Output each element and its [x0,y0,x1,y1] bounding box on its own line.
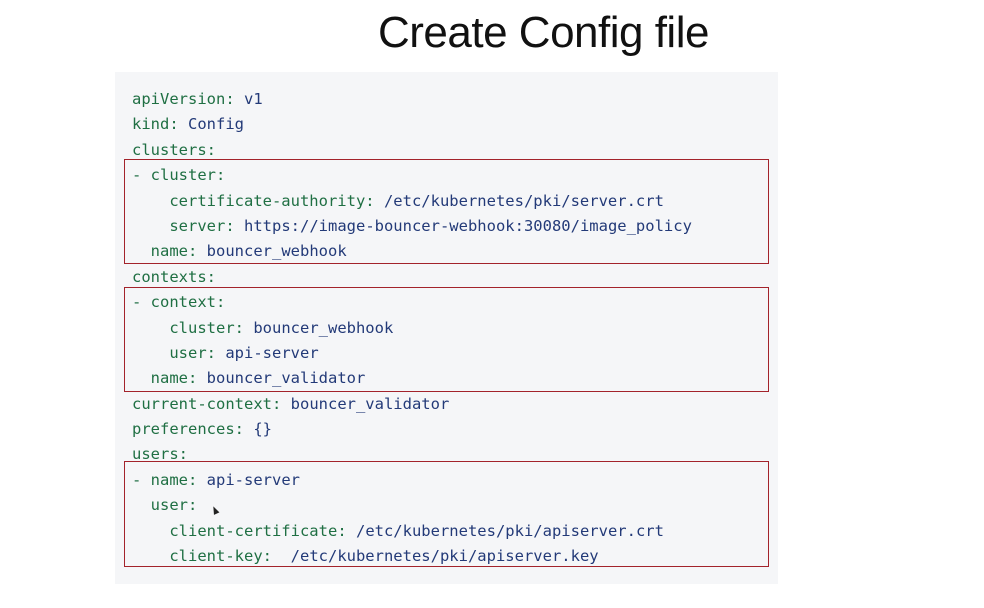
code-line: - context: [132,293,226,312]
yaml-key: clusters [132,140,207,159]
code-line: user: [150,496,198,515]
yaml-value: bouncer_validator [290,394,450,413]
code-line: users: [132,445,189,464]
yaml-value: bouncer_webhook [206,242,347,261]
yaml-value: {} [253,420,272,439]
code-line: contexts: [132,267,216,286]
yaml-key: contexts [132,267,207,286]
yaml-value: /etc/kubernetes/pki/server.crt [383,191,664,210]
code-line: server: https://image-bouncer-webhook:30… [169,216,692,235]
yaml-value: /etc/kubernetes/pki/apiserver.crt [355,521,664,540]
highlight-box-users [124,461,769,567]
code-line: preferences: {} [132,420,272,439]
yaml-key: server [169,216,226,235]
code-line: current-context: bouncer_validator [132,394,450,413]
yaml-value: Config [188,115,244,134]
code-line: - cluster: [132,166,226,185]
yaml-code-block: apiVersion: v1 kind: Config clusters: - clu… [132,87,692,569]
yaml-key: name [150,242,188,261]
code-line: name: bouncer_validator [150,369,366,388]
code-line: clusters: [132,140,216,159]
code-line: user: api-server [169,343,319,362]
code-line: kind: Config [132,115,244,134]
yaml-value: bouncer_webhook [253,318,394,337]
yaml-key: user [150,496,188,515]
highlight-box-contexts [124,287,769,392]
yaml-key: preferences [132,420,235,439]
yaml-key: client-key [169,547,263,566]
yaml-key: client-certificate [169,521,338,540]
yaml-key: context [150,293,216,312]
yaml-key: name [150,369,188,388]
code-panel: apiVersion: v1 kind: Config clusters: - clu… [115,72,778,584]
highlight-box-clusters [124,159,769,264]
yaml-key: current-context [132,394,272,413]
slide-title: Create Config file [378,8,709,57]
yaml-value: bouncer_validator [206,369,366,388]
yaml-value: api-server [206,470,300,489]
yaml-value: api-server [225,343,319,362]
yaml-key: users [132,445,179,464]
code-line: certificate-authority: /etc/kubernetes/p… [169,191,664,210]
yaml-key: kind [132,115,170,134]
code-line: name: bouncer_webhook [150,242,347,261]
yaml-key: apiVersion [132,90,226,108]
yaml-key: cluster [150,166,216,185]
yaml-key: certificate-authority [169,191,366,210]
yaml-value: v1 [244,90,263,108]
code-line: client-key: /etc/kubernetes/pki/apiserve… [169,547,599,566]
code-line: cluster: bouncer_webhook [169,318,394,337]
yaml-key: cluster [169,318,235,337]
yaml-key: user [169,343,207,362]
code-line: apiVersion: v1 [132,90,263,108]
code-line: - name: api-server [132,470,300,489]
yaml-value: https://image-bouncer-webhook:30080/imag… [244,216,692,235]
yaml-value: /etc/kubernetes/pki/apiserver.key [290,547,599,566]
yaml-key: name [150,470,188,489]
code-line: client-certificate: /etc/kubernetes/pki/… [169,521,664,540]
